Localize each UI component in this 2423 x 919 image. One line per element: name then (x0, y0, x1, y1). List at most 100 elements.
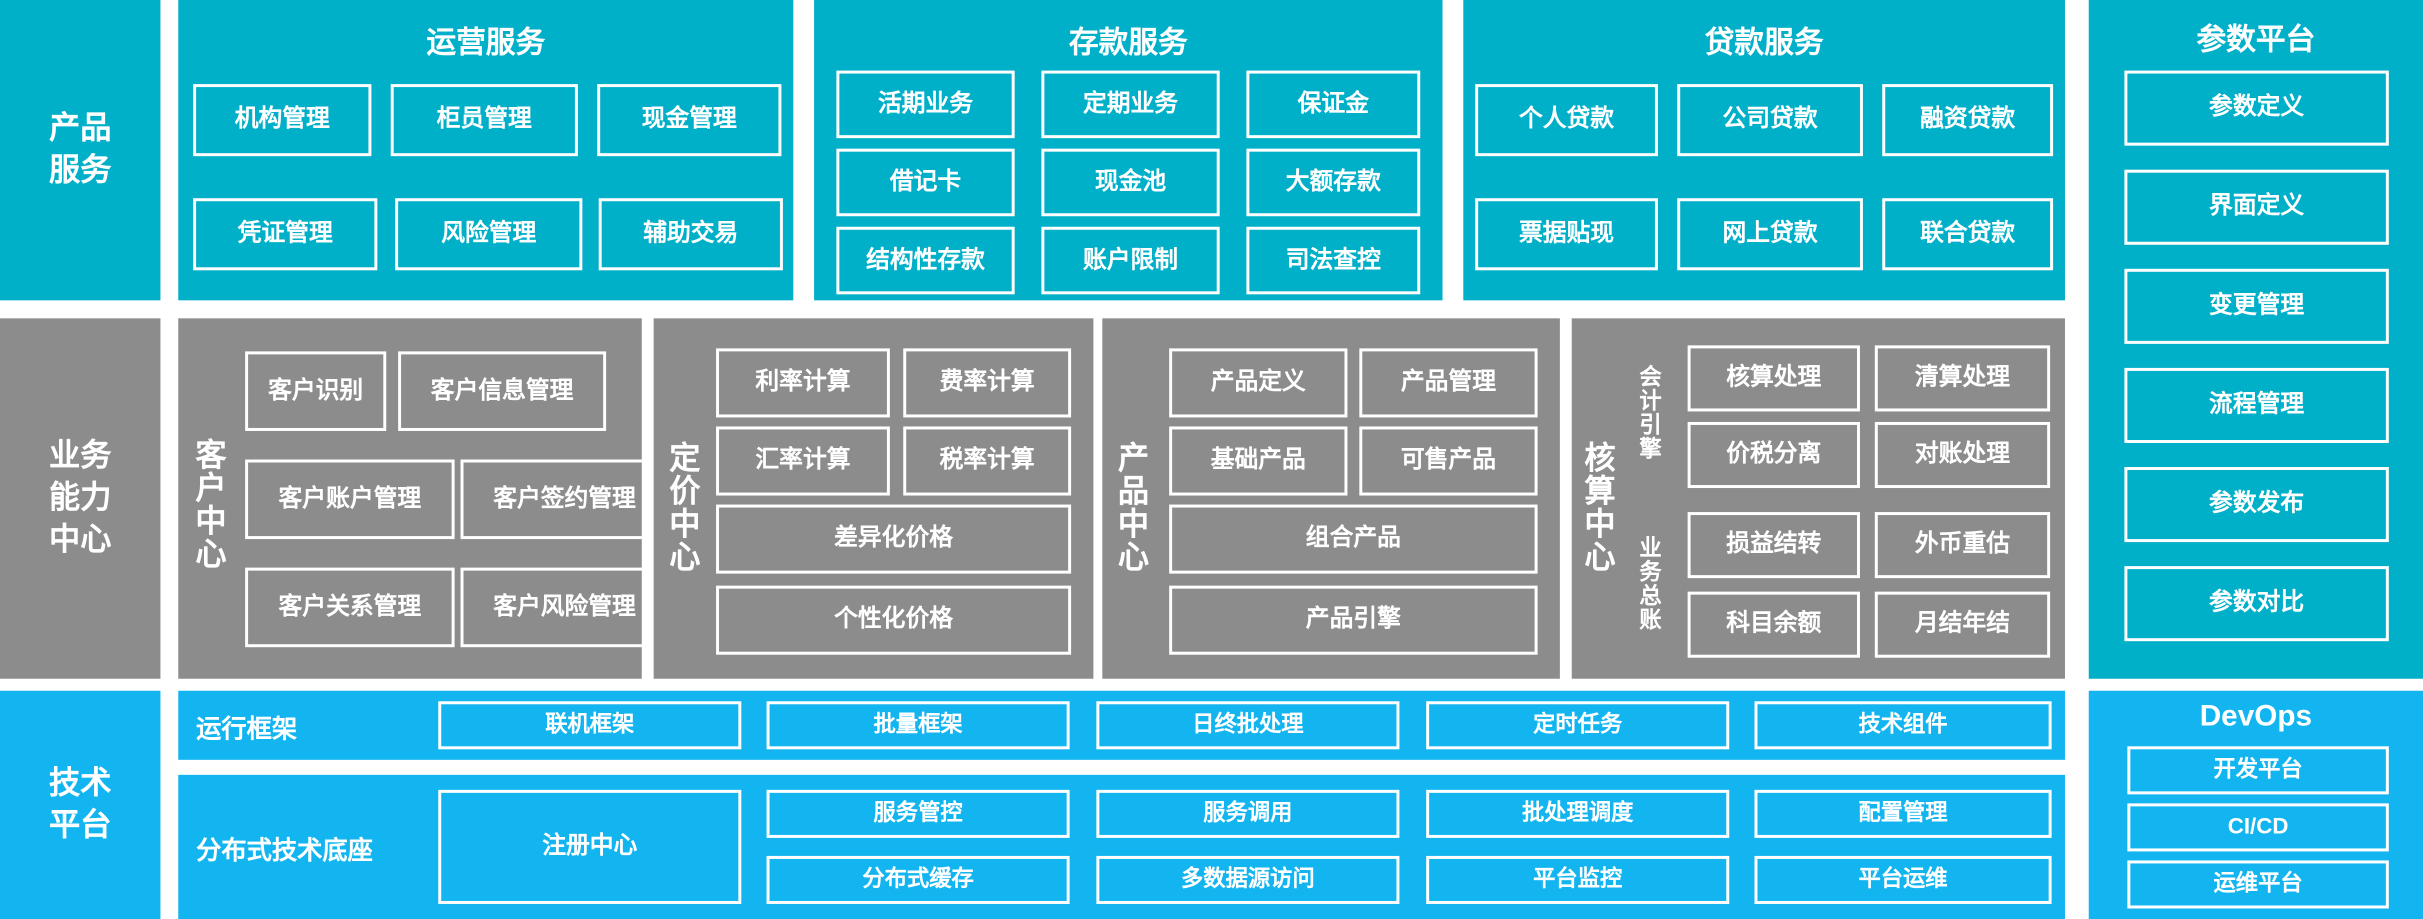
capability-item-wide[interactable]: 组合产品 (1169, 504, 1538, 574)
vlabel-char: 心 (1584, 540, 1616, 576)
service-item[interactable]: 公司贷款 (1677, 84, 1863, 157)
capability-item[interactable]: 税率计算 (903, 426, 1072, 496)
capability-item[interactable]: 费率计算 (903, 348, 1072, 418)
capability-item[interactable]: 客户识别 (245, 351, 387, 431)
tech-item[interactable]: 批处理调度 (1426, 789, 1730, 838)
service-item[interactable]: 融资贷款 (1882, 84, 2054, 157)
devops-item[interactable]: 运维平台 (2127, 860, 2389, 909)
tech-item[interactable]: 配置管理 (1754, 789, 2052, 838)
vlabel-char: 户 (195, 471, 227, 506)
service-item[interactable]: 账户限制 (1041, 226, 1220, 295)
capability-item[interactable]: 产品定义 (1169, 348, 1348, 418)
service-item[interactable]: 借记卡 (836, 148, 1015, 217)
group-loan-service: 贷款服务 个人贷款 公司贷款 融资贷款 票据贴现 网上贷款 联合贷款 (1463, 0, 2065, 301)
service-item[interactable]: 辅助交易 (598, 198, 783, 271)
tech-item[interactable]: 服务调用 (1096, 789, 1400, 838)
tech-item[interactable]: 分布式缓存 (766, 855, 1070, 904)
capability-item[interactable]: 客户关系管理 (245, 567, 455, 648)
capability-item[interactable]: 汇率计算 (716, 426, 890, 496)
tech-item[interactable]: 平台运维 (1754, 855, 2052, 904)
service-item[interactable]: 机构管理 (193, 84, 372, 157)
service-item[interactable]: 结构性存款 (836, 226, 1015, 295)
tech-item[interactable]: 日终批处理 (1096, 701, 1400, 750)
capability-item[interactable]: 价税分离 (1687, 421, 1860, 489)
tech-row-runtime-framework-label: 运行框架 (196, 714, 298, 743)
vlabel-char: 擎 (1639, 436, 1662, 463)
capability-item[interactable]: 利率计算 (716, 348, 890, 418)
tech-item[interactable]: 批量框架 (766, 701, 1070, 750)
parameter-item[interactable]: 界面定义 (2124, 169, 2389, 245)
vlabel-char: 务 (1639, 560, 1662, 586)
parameter-item[interactable]: 参数对比 (2124, 566, 2389, 642)
service-item[interactable]: 柜员管理 (390, 84, 578, 157)
capability-item[interactable]: 客户账户管理 (245, 459, 455, 540)
service-item[interactable]: 司法查控 (1246, 226, 1421, 295)
capability-item[interactable]: 月结年结 (1874, 591, 2051, 658)
capability-item[interactable]: 客户风险管理 (460, 567, 669, 648)
vlabel-char: 中 (669, 507, 701, 543)
group-operation-service: 运营服务 机构管理 柜员管理 现金管理 凭证管理 风险管理 辅助交易 (178, 0, 794, 301)
tech-item-wide[interactable]: 注册中心 (438, 789, 742, 904)
tech-row-distributed-base-label: 分布式技术底座 (196, 835, 373, 865)
layer-business-capability-label-panel: 业务 能力 中心 (0, 318, 161, 679)
service-item[interactable]: 现金管理 (597, 84, 782, 157)
capability-item-wide[interactable]: 个性化价格 (716, 585, 1072, 655)
service-item[interactable]: 联合贷款 (1882, 198, 2054, 271)
capability-item[interactable]: 产品管理 (1359, 348, 1538, 418)
tech-item[interactable]: 联机框架 (438, 701, 742, 750)
tech-item[interactable]: 多数据源访问 (1096, 855, 1400, 904)
vlabel-char: 品 (1117, 474, 1150, 509)
tech-item[interactable]: 定时任务 (1426, 701, 1730, 750)
center-accounting: 核 算 中 心 会 计 引 擎 业 务 总 账 核算处理 清算处理 价税分离 对… (1571, 318, 2065, 679)
capability-item[interactable]: 外币重估 (1874, 512, 2051, 579)
capability-item[interactable]: 客户签约管理 (460, 459, 669, 540)
group-deposit-service-title: 存款服务 (1068, 27, 1188, 61)
tech-row-runtime-framework: 运行框架 联机框架 批量框架 日终批处理 定时任务 技术组件 (178, 690, 2065, 760)
sidebar-parameter-platform: 参数平台 参数定义 界面定义 变更管理 流程管理 参数发布 参数对比 (2088, 0, 2423, 679)
layer-business-capability-label: 业务 能力 中心 (49, 439, 112, 557)
service-item[interactable]: 票据贴现 (1475, 198, 1658, 271)
service-item[interactable]: 大额存款 (1246, 148, 1421, 217)
devops-item[interactable]: CI/CD (2127, 803, 2389, 852)
center-pricing-label: 定 价 中 心 (663, 396, 708, 621)
vlabel-char: 定 (669, 440, 701, 476)
capability-item[interactable]: 基础产品 (1169, 426, 1348, 496)
vlabel-char: 中 (1584, 507, 1616, 543)
vlabel-char: 客 (195, 437, 227, 473)
capability-item-wide[interactable]: 差异化价格 (716, 504, 1072, 574)
service-item[interactable]: 个人贷款 (1475, 84, 1658, 157)
capability-item[interactable]: 对账处理 (1874, 421, 2051, 489)
center-pricing: 定 价 中 心 利率计算 费率计算 汇率计算 税率计算 差异化价格 个性化价格 (653, 318, 1094, 679)
center-accounting-label: 核 算 中 心 (1578, 396, 1623, 621)
capability-item-wide[interactable]: 产品引擎 (1169, 585, 1538, 655)
parameter-item[interactable]: 参数定义 (2124, 70, 2389, 146)
center-product: 产 品 中 心 产品定义 产品管理 基础产品 可售产品 组合产品 产品引擎 (1102, 318, 1560, 679)
service-item[interactable]: 保证金 (1246, 70, 1421, 139)
subgroup-accounting-engine-label: 会 计 引 擎 (1631, 339, 1670, 489)
sidebar-devops-title: DevOps (2199, 699, 2313, 733)
capability-item[interactable]: 清算处理 (1874, 345, 2051, 412)
tech-item[interactable]: 平台监控 (1426, 855, 1730, 904)
service-item[interactable]: 定期业务 (1041, 70, 1220, 139)
tech-item[interactable]: 技术组件 (1754, 701, 2052, 750)
service-item[interactable]: 现金池 (1041, 148, 1220, 217)
capability-item[interactable]: 可售产品 (1359, 426, 1538, 496)
devops-item[interactable]: 开发平台 (2127, 746, 2389, 795)
parameter-item[interactable]: 流程管理 (2124, 367, 2389, 443)
service-item[interactable]: 凭证管理 (193, 198, 378, 271)
parameter-item[interactable]: 参数发布 (2124, 467, 2389, 543)
capability-item[interactable]: 科目余额 (1687, 591, 1860, 658)
capability-item[interactable]: 核算处理 (1687, 345, 1860, 412)
capability-item[interactable]: 损益结转 (1687, 512, 1860, 579)
service-item[interactable]: 风险管理 (395, 198, 583, 271)
vlabel-char: 核 (1584, 440, 1616, 476)
service-item[interactable]: 网上贷款 (1677, 198, 1863, 271)
vlabel-char: 业 (1639, 536, 1662, 562)
tech-row-distributed-base: 分布式技术底座 注册中心 服务管控 服务调用 批处理调度 配置管理 分布式缓存 … (178, 774, 2065, 919)
service-item[interactable]: 活期业务 (836, 70, 1015, 139)
capability-item[interactable]: 客户信息管理 (398, 351, 607, 431)
tech-item[interactable]: 服务管控 (766, 789, 1070, 838)
parameter-item[interactable]: 变更管理 (2124, 268, 2389, 344)
vlabel-char: 账 (1639, 607, 1662, 634)
